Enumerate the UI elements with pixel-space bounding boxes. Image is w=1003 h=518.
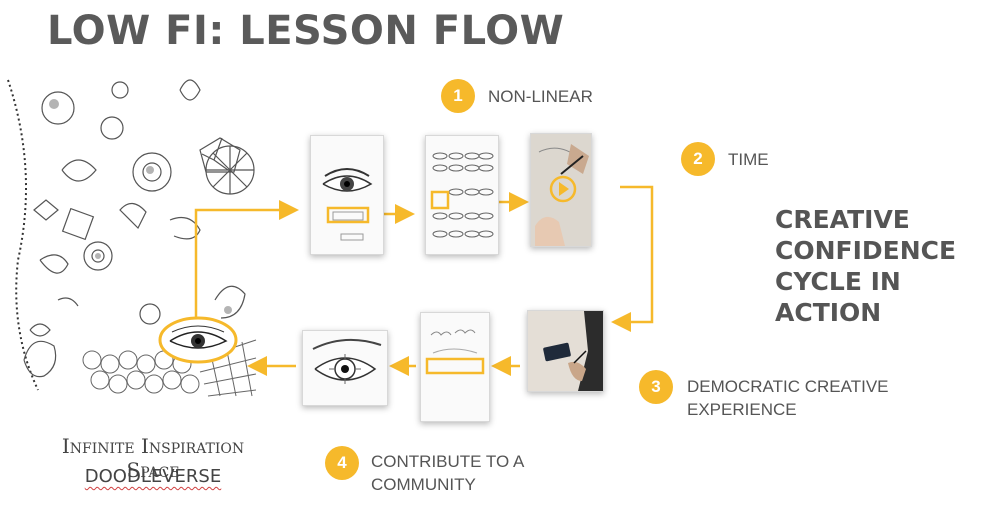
step-4-label: CONTRIBUTE TO A COMMUNITY	[371, 450, 524, 496]
doodleverse-text: DOODLEVERSE	[84, 466, 222, 487]
screen-card-name-entry[interactable]	[420, 312, 490, 422]
step-1-marker: 1	[441, 79, 475, 113]
page-title: LOW FI: LESSON FLOW	[47, 8, 565, 54]
step-3-marker: 3	[639, 370, 673, 404]
step-3-label-line2: EXPERIENCE	[687, 400, 797, 419]
play-icon-ring	[549, 175, 577, 203]
arrow-collage-to-card1	[194, 200, 299, 318]
phone-icon	[543, 342, 571, 362]
collage-eye-highlight	[158, 316, 238, 364]
creative-confidence-callout: CREATIVE CONFIDENCE CYCLE IN ACTION	[775, 204, 1003, 328]
arrow-card3-to-card4	[611, 185, 654, 332]
step-3-label: DEMOCRATIC CREATIVE EXPERIENCE	[687, 375, 889, 421]
step-2-label: TIME	[728, 150, 769, 169]
screen-card-phone-photo[interactable]	[527, 310, 604, 392]
callout-line1: CREATIVE	[775, 205, 910, 234]
step-3-label-line1: DEMOCRATIC CREATIVE	[687, 377, 889, 396]
step-4-label-line2: COMMUNITY	[371, 475, 476, 494]
step-2-marker: 2	[681, 142, 715, 176]
screen-card-eye-result[interactable]	[302, 330, 388, 406]
screen-card-video[interactable]	[530, 133, 592, 247]
doodleverse-name: DOODLEVERSE	[38, 466, 268, 487]
screen-card-eye-start[interactable]	[310, 135, 384, 255]
doodle-collage	[0, 60, 258, 400]
screen-card-eye-options[interactable]	[425, 135, 499, 255]
pencil-icon	[560, 155, 584, 175]
step-4-label-line1: CONTRIBUTE TO A	[371, 452, 525, 471]
callout-line2: CONFIDENCE	[775, 236, 957, 265]
step-1-label: NON-LINEAR	[488, 87, 593, 106]
inspiration-space-title: Infinite Inspiration Space	[61, 434, 245, 482]
callout-line3: CYCLE IN ACTION	[775, 267, 901, 327]
step-4-marker: 4	[325, 446, 359, 480]
play-icon	[559, 182, 569, 196]
